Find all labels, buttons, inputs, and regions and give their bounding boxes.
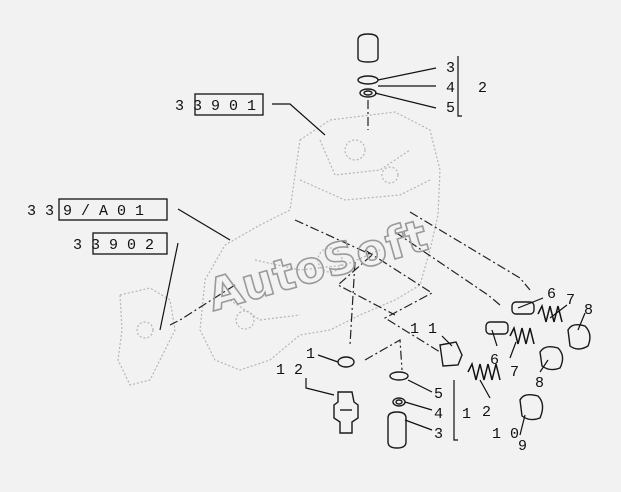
callout-top-5: 5 bbox=[446, 100, 455, 117]
valve-housing-outline bbox=[117, 111, 441, 386]
callout-right-9: 9 bbox=[518, 438, 527, 455]
ref-box-339a-01: 3 3 9 / A 0 1 bbox=[27, 198, 168, 221]
callout-top-3: 3 bbox=[446, 60, 455, 77]
callout-numbers: 3 4 5 2 6 7 8 1 1 6 7 8 2 1 0 9 5 4 3 1 … bbox=[276, 60, 593, 455]
callout-top-2: 2 bbox=[478, 80, 487, 97]
callout-left-1: 1 bbox=[306, 346, 315, 363]
callout-right-8a: 8 bbox=[584, 302, 593, 319]
spring-plunger-lower bbox=[439, 341, 544, 421]
callout-left-12: 1 2 bbox=[276, 362, 303, 379]
callout-right-8b: 8 bbox=[535, 375, 544, 392]
callout-right-2: 2 bbox=[482, 404, 491, 421]
callout-right-6b: 6 bbox=[490, 352, 499, 369]
callout-right-7b: 7 bbox=[510, 364, 519, 381]
assembly-centerlines bbox=[169, 100, 531, 371]
leader-lines bbox=[159, 56, 586, 441]
callout-right-7a: 7 bbox=[566, 292, 575, 309]
spring-plunger-upper bbox=[511, 301, 591, 350]
ref-label-339a-01: 3 3 9 / A 0 1 bbox=[27, 203, 144, 220]
callout-bottom-5: 5 bbox=[434, 386, 443, 403]
callout-bottom-1: 1 bbox=[462, 406, 471, 423]
ref-box-339-02: 3 3 9 0 2 bbox=[73, 232, 168, 255]
callout-right-6a: 6 bbox=[547, 286, 556, 303]
callout-bottom-3: 3 bbox=[434, 426, 443, 443]
callout-bottom-4: 4 bbox=[434, 406, 443, 423]
bottom-plug-assembly bbox=[387, 371, 409, 449]
callout-top-4: 4 bbox=[446, 80, 455, 97]
callout-right-10: 1 0 bbox=[492, 426, 519, 443]
ref-label-339-01: 3 3 9 0 1 bbox=[175, 98, 256, 115]
ref-box-339-01: 3 3 9 0 1 bbox=[175, 93, 264, 116]
ref-label-339-02: 3 3 9 0 2 bbox=[73, 237, 154, 254]
spring-plunger-middle bbox=[485, 321, 564, 371]
top-plug-assembly bbox=[357, 33, 379, 98]
watermark-text: AutoSoft bbox=[202, 210, 434, 322]
callout-right-11: 1 1 bbox=[410, 321, 437, 338]
left-fitting-assembly bbox=[333, 356, 359, 434]
